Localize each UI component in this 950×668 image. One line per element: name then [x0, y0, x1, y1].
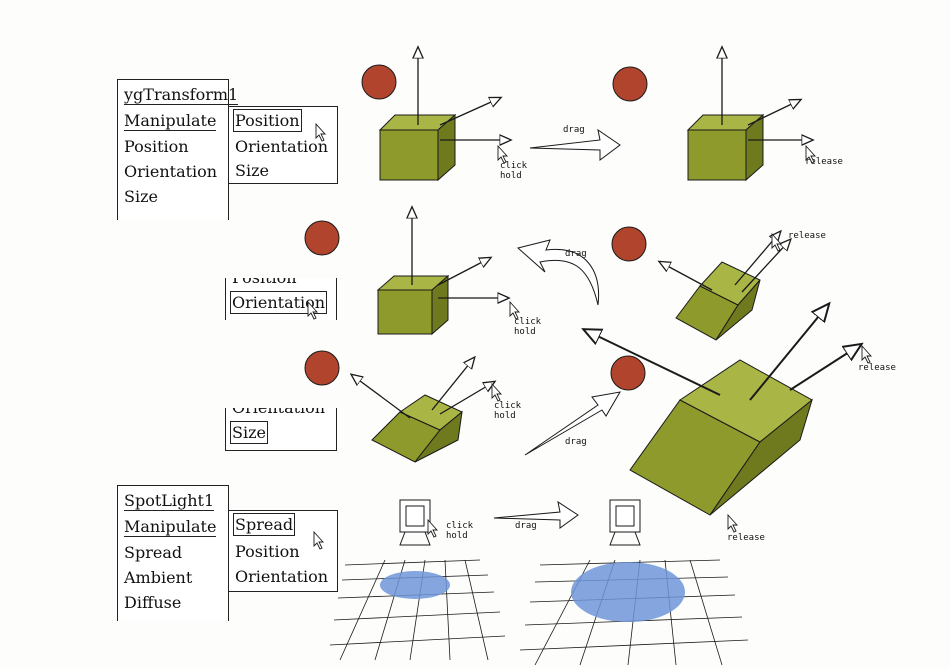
fragment-item-size[interactable]: Size	[230, 421, 268, 444]
box-6	[629, 359, 813, 516]
hold-label: hold	[494, 411, 516, 421]
fragment-partial-item: Position	[232, 278, 297, 287]
drag-label: drag	[565, 249, 587, 259]
drag-arrow-2	[493, 500, 579, 529]
cursor-icon	[497, 144, 509, 164]
cursor-icon	[427, 518, 439, 538]
box-2	[686, 113, 765, 182]
red-ball-3	[304, 220, 340, 256]
red-ball-6	[610, 355, 646, 391]
menu-item-spread[interactable]: Spread	[124, 543, 183, 562]
fragment-partial-item: Orientation	[232, 408, 325, 417]
drag-label: drag	[515, 521, 537, 531]
ygtransform-menu: ygTransform1 Manipulate Position Orienta…	[117, 79, 239, 220]
submenu-item-position[interactable]: Position	[233, 109, 302, 132]
cursor-icon	[313, 530, 325, 550]
submenu-item-spread[interactable]: Spread	[232, 513, 296, 536]
menu-item-position[interactable]: Position	[124, 137, 189, 156]
red-ball-4	[611, 226, 647, 262]
drag-label: drag	[565, 437, 587, 447]
cursor-icon	[509, 300, 521, 320]
release-label: release	[727, 533, 765, 543]
drag-label: drag	[563, 125, 585, 135]
red-ball-5	[304, 350, 340, 386]
click-label: click	[446, 521, 474, 531]
cursor-icon	[307, 300, 319, 320]
box-5	[371, 394, 463, 463]
spotlight-menu: SpotLight1 Manipulate Spread Ambient Dif…	[117, 485, 229, 621]
release-label: release	[858, 363, 896, 373]
cursor-icon	[315, 122, 327, 142]
release-label: release	[788, 231, 826, 241]
menu-item-manipulate[interactable]: Manipulate	[124, 111, 217, 131]
axis-handles-5	[352, 358, 494, 419]
box-4	[675, 261, 761, 341]
size-menu-fragment: Orientation Size	[225, 408, 337, 451]
cursor-icon	[805, 144, 817, 164]
click-label: click	[500, 161, 528, 171]
spotlight-submenu: Spread Position Orientation	[228, 510, 338, 592]
cursor-icon	[861, 344, 873, 364]
hold-label: hold	[500, 171, 522, 181]
curved-drag-arrow	[516, 239, 600, 306]
cursor-icon	[771, 232, 783, 252]
drag-arrow-1	[529, 128, 621, 161]
cursor-icons	[307, 122, 873, 550]
cursor-icon	[491, 382, 503, 402]
hold-label: hold	[514, 327, 536, 337]
axis-handles-1	[418, 48, 510, 140]
ygtransform-submenu: Position Orientation Size	[228, 106, 338, 184]
click-label: click	[494, 401, 522, 411]
menu-item-size[interactable]: Size	[124, 187, 158, 206]
light-spot-large	[571, 562, 685, 622]
axis-handles-2	[722, 48, 812, 140]
diagonal-drag-arrow	[524, 391, 621, 456]
submenu-item-size[interactable]: Size	[235, 161, 269, 180]
light-spot-small	[380, 571, 450, 599]
click-label: click	[514, 317, 542, 327]
orientation-menu-fragment: Position Orientation	[225, 278, 337, 320]
submenu-item-position[interactable]: Position	[235, 542, 300, 561]
submenu-item-orientation[interactable]: Orientation	[235, 567, 329, 586]
submenu-item-orientation[interactable]: Orientation	[235, 137, 329, 156]
menu-title: SpotLight1	[124, 491, 215, 511]
box-3	[376, 274, 450, 336]
spotlight-2	[609, 499, 641, 546]
fragment-item-orientation[interactable]: Orientation	[229, 291, 328, 314]
axis-handles-3	[412, 208, 508, 298]
menu-item-diffuse[interactable]: Diffuse	[124, 593, 182, 612]
menu-title: ygTransform1	[124, 85, 239, 105]
menu-item-ambient[interactable]: Ambient	[124, 568, 193, 587]
axis-handles-6	[585, 305, 860, 401]
red-ball-2	[612, 66, 648, 102]
grid-floor-1	[329, 559, 506, 661]
cursor-icon	[727, 513, 739, 533]
release-label: release	[805, 157, 843, 167]
menu-item-orientation[interactable]: Orientation	[124, 162, 218, 181]
hold-label: hold	[446, 531, 468, 541]
spotlight-1	[399, 499, 431, 546]
menu-item-manipulate[interactable]: Manipulate	[124, 517, 217, 537]
red-ball-1	[361, 64, 397, 100]
box-1	[378, 113, 457, 182]
